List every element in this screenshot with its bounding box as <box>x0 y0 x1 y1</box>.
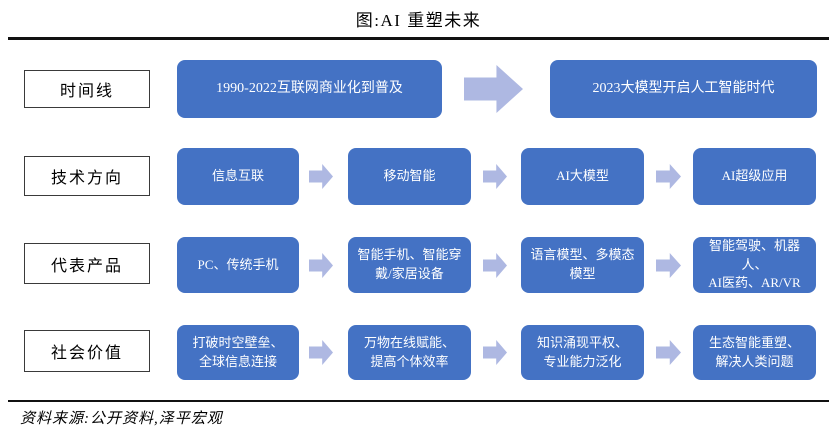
box-ai-applications: 智能驾驶、机器人、 AI医药、AR/VR <box>693 237 816 293</box>
right-arrow-icon <box>483 164 507 189</box>
right-arrow-icon <box>656 253 681 278</box>
right-arrow-icon <box>483 253 507 278</box>
source-note: 资料来源:公开资料,泽平宏观 <box>20 411 223 427</box>
right-arrow-icon <box>656 164 681 189</box>
box-language-models: 语言模型、多模态 模型 <box>521 237 644 293</box>
box-mobile-intelligence: 移动智能 <box>348 148 471 205</box>
box-ai-era: 2023大模型开启人工智能时代 <box>550 60 817 118</box>
row-label-products: 代表产品 <box>24 243 150 284</box>
row-label-timeline: 时间线 <box>24 70 150 108</box>
box-pc-phones: PC、传统手机 <box>177 237 299 293</box>
right-arrow-icon <box>309 253 333 278</box>
top-divider <box>8 37 829 40</box>
right-arrow-icon <box>656 340 681 365</box>
box-break-barriers: 打破时空壁垒、 全球信息连接 <box>177 325 299 380</box>
box-info-connect: 信息互联 <box>177 148 299 205</box>
box-knowledge-equality: 知识涌现平权、 专业能力泛化 <box>521 325 644 380</box>
row-label-tech-direction: 技术方向 <box>24 156 150 196</box>
box-smart-devices: 智能手机、智能穿 戴/家居设备 <box>348 237 471 293</box>
bottom-divider <box>8 400 829 402</box>
box-ai-super-app: AI超级应用 <box>693 148 816 205</box>
box-ai-large-model: AI大模型 <box>521 148 644 205</box>
box-eco-reshape: 生态智能重塑、 解决人类问题 <box>693 325 816 380</box>
right-arrow-icon <box>464 65 523 113</box>
box-online-empowerment: 万物在线赋能、 提高个体效率 <box>348 325 471 380</box>
right-arrow-icon <box>309 164 333 189</box>
figure-title: 图:AI 重塑未来 <box>355 11 482 30</box>
row-label-social-value: 社会价值 <box>24 330 150 372</box>
box-internet-era: 1990-2022互联网商业化到普及 <box>177 60 442 118</box>
right-arrow-icon <box>483 340 507 365</box>
right-arrow-icon <box>309 340 333 365</box>
